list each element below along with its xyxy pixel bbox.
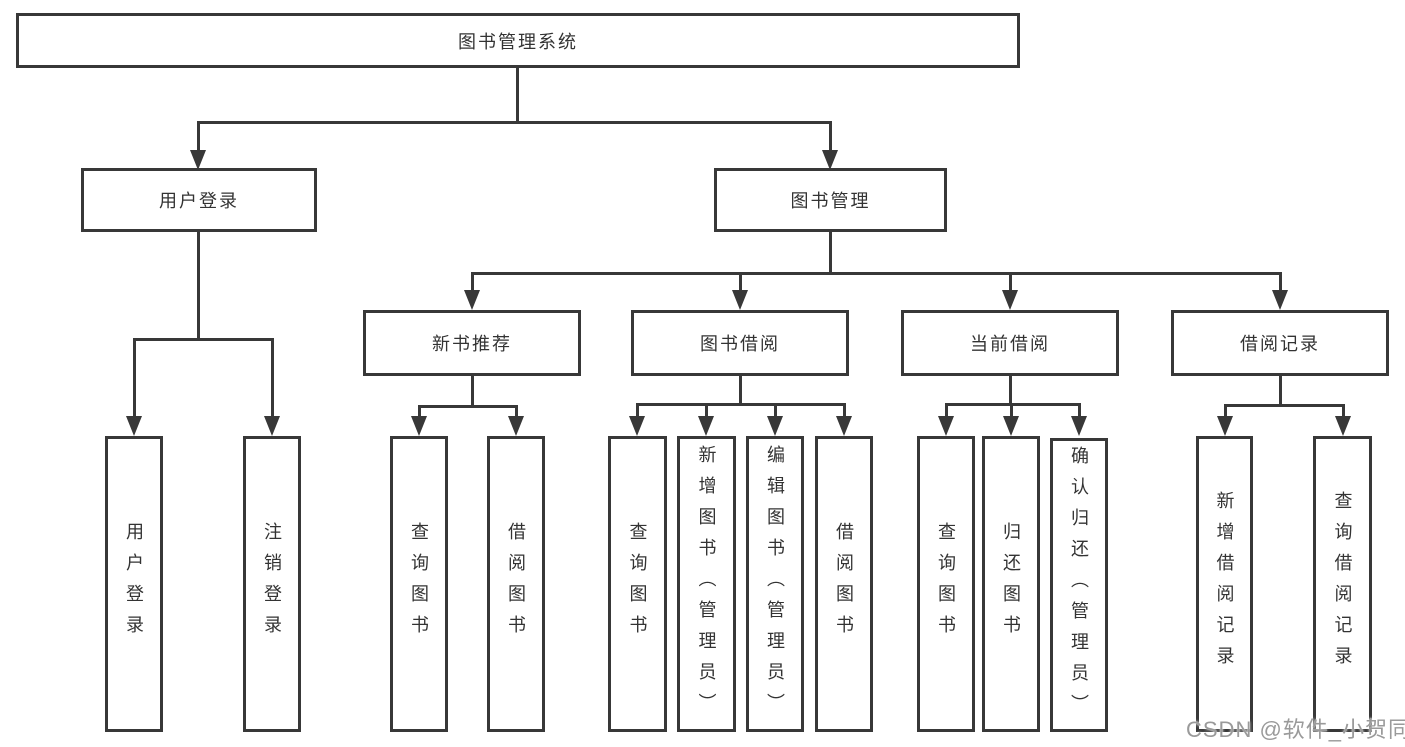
leaf-query-books-recommend: 查询图书: [390, 436, 448, 732]
node-user-login-label: 用户登录: [159, 191, 239, 211]
connector-line: [843, 403, 846, 418]
connector-line: [471, 272, 474, 292]
node-user-login: 用户登录: [81, 168, 317, 232]
connector-line: [271, 338, 274, 418]
arrow-down-icon: [1002, 290, 1018, 310]
connector-line: [1279, 272, 1282, 292]
arrow-down-icon: [822, 150, 838, 170]
connector-line: [1009, 272, 1012, 292]
leaf-return-books: 归还图书: [982, 436, 1040, 732]
leaf-logout: 注销登录: [243, 436, 301, 732]
leaf-return-books-label: 归还图书: [1001, 522, 1021, 646]
connector-line: [197, 121, 831, 124]
arrow-down-icon: [836, 416, 852, 436]
leaf-user-login: 用户登录: [105, 436, 163, 732]
leaf-add-borrow-record: 新增借阅记录: [1196, 436, 1253, 732]
leaf-edit-books-admin-label: 编辑图书（管理员）: [765, 444, 785, 724]
connector-line: [739, 376, 742, 403]
leaf-confirm-return-admin: 确认归还（管理员）: [1050, 438, 1108, 732]
leaf-borrow-books-borrowing-label: 借阅图书: [834, 522, 854, 646]
arrow-down-icon: [508, 416, 524, 436]
connector-line: [945, 403, 1081, 406]
leaf-borrow-books-recommend: 借阅图书: [487, 436, 545, 732]
connector-line: [516, 68, 519, 121]
connector-line: [774, 403, 777, 418]
arrow-down-icon: [938, 416, 954, 436]
connector-line: [1010, 403, 1013, 418]
leaf-add-borrow-record-label: 新增借阅记录: [1214, 491, 1235, 677]
connector-line: [515, 405, 518, 418]
arrow-down-icon: [1071, 416, 1087, 436]
connector-line: [1224, 404, 1227, 418]
arrow-down-icon: [1272, 290, 1288, 310]
leaf-query-books-current: 查询图书: [917, 436, 975, 732]
connector-line: [739, 272, 742, 292]
connector-line: [197, 121, 200, 152]
node-book-borrowing-label: 图书借阅: [700, 334, 780, 354]
connector-line: [636, 403, 846, 406]
connector-line: [133, 338, 136, 418]
connector-line: [705, 403, 708, 418]
node-book-management: 图书管理: [714, 168, 947, 232]
leaf-add-books-admin: 新增图书（管理员）: [677, 436, 736, 732]
arrow-down-icon: [126, 416, 142, 436]
arrow-down-icon: [1217, 416, 1233, 436]
connector-line: [829, 232, 832, 272]
arrow-down-icon: [464, 290, 480, 310]
arrow-down-icon: [698, 416, 714, 436]
connector-line: [945, 403, 948, 418]
node-book-borrowing: 图书借阅: [631, 310, 849, 376]
connector-line: [636, 403, 639, 418]
connector-line: [197, 232, 200, 338]
connector-line: [1224, 404, 1344, 407]
arrow-down-icon: [732, 290, 748, 310]
leaf-query-books-current-label: 查询图书: [936, 522, 956, 646]
node-root-label: 图书管理系统: [458, 31, 578, 52]
arrow-down-icon: [767, 416, 783, 436]
node-current-borrowing: 当前借阅: [901, 310, 1119, 376]
watermark-text: CSDN @软件_小贺同学: [1186, 717, 1405, 742]
leaf-logout-label: 注销登录: [262, 522, 282, 646]
connector-line: [418, 405, 421, 418]
node-borrowing-records: 借阅记录: [1171, 310, 1389, 376]
connector-line: [829, 121, 832, 152]
connector-line: [1078, 403, 1081, 418]
connector-line: [1279, 376, 1282, 404]
leaf-confirm-return-admin-label: 确认归还（管理员）: [1069, 445, 1089, 725]
connector-line: [418, 405, 518, 408]
leaf-query-books-borrowing-label: 查询图书: [627, 522, 648, 646]
arrow-down-icon: [264, 416, 280, 436]
node-new-book-recommend: 新书推荐: [363, 310, 581, 376]
arrow-down-icon: [629, 416, 645, 436]
leaf-user-login-label: 用户登录: [124, 522, 144, 646]
leaf-edit-books-admin: 编辑图书（管理员）: [746, 436, 804, 732]
node-root: 图书管理系统: [16, 13, 1020, 68]
arrow-down-icon: [1003, 416, 1019, 436]
leaf-add-books-admin-label: 新增图书（管理员）: [696, 444, 717, 724]
arrow-down-icon: [411, 416, 427, 436]
arrow-down-icon: [1335, 416, 1351, 436]
node-new-book-recommend-label: 新书推荐: [432, 334, 512, 354]
node-book-management-label: 图书管理: [790, 191, 871, 211]
node-borrowing-records-label: 借阅记录: [1240, 334, 1320, 354]
arrow-down-icon: [190, 150, 206, 170]
connector-line: [471, 272, 1282, 275]
leaf-borrow-books-borrowing: 借阅图书: [815, 436, 873, 732]
leaf-query-books-borrowing: 查询图书: [608, 436, 667, 732]
connector-line: [471, 376, 474, 405]
leaf-query-borrow-record: 查询借阅记录: [1313, 436, 1372, 732]
leaf-query-borrow-record-label: 查询借阅记录: [1332, 491, 1353, 677]
connector-line: [1009, 376, 1012, 403]
connector-line: [1342, 404, 1345, 418]
leaf-borrow-books-recommend-label: 借阅图书: [506, 522, 526, 646]
connector-line: [133, 338, 274, 341]
node-current-borrowing-label: 当前借阅: [970, 334, 1050, 354]
leaf-query-books-recommend-label: 查询图书: [409, 522, 429, 646]
